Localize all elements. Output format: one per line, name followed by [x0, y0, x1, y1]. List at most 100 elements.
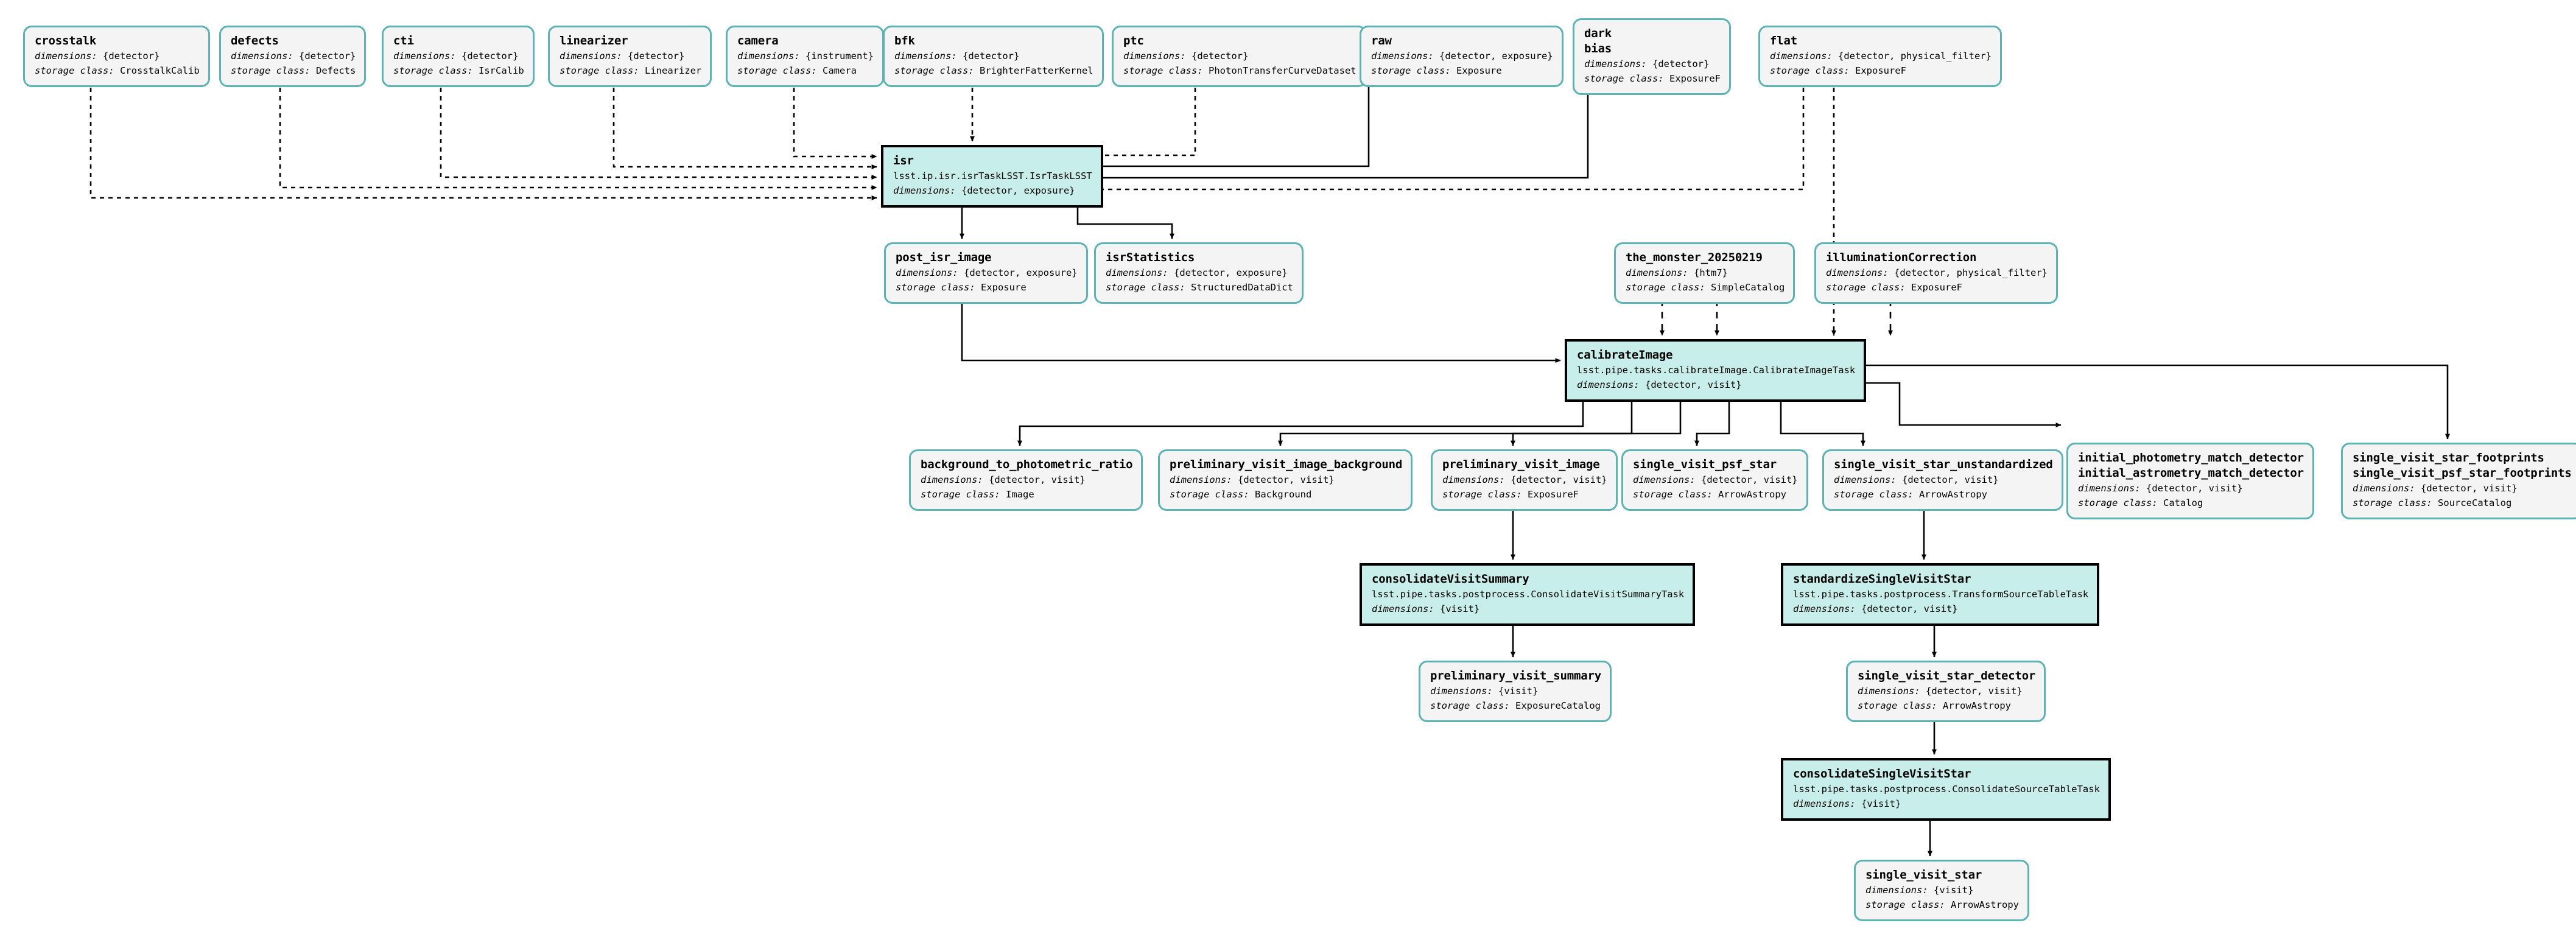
dimensions-value: {detector, visit} [1926, 686, 2023, 697]
dimensions-value: {detector, exposure} [964, 267, 1078, 278]
dimensions-key: dimensions: [1826, 267, 1889, 278]
dimensions-key: dimensions: [1106, 267, 1168, 278]
node-storage-class: storage class: ExposureF [1826, 280, 2048, 295]
node-storage-class: storage class: BrighterFatterKernel [894, 63, 1093, 78]
storage-class-key: storage class: [35, 65, 114, 76]
storage-class-key: storage class: [2078, 497, 2158, 508]
node-task-class: lsst.ip.isr.isrTaskLSST.IsrTaskLSST [893, 170, 1092, 181]
dimensions-value: {detector} [1191, 51, 1249, 61]
node-storage-class: storage class: IsrCalib [393, 63, 524, 78]
node-title: preliminary_visit_image_background [1170, 458, 1403, 471]
storage-class-key: storage class: [1442, 489, 1522, 500]
dimensions-key: dimensions: [1371, 51, 1434, 61]
storage-class-key: storage class: [1826, 282, 1906, 293]
node-dimensions: dimensions: {visit} [1865, 883, 2019, 897]
storage-class-key: storage class: [921, 489, 1000, 500]
node-storage-class: storage class: Exposure [1371, 63, 1553, 78]
storage-class-key: storage class: [1626, 282, 1705, 293]
dimensions-key: dimensions: [1834, 474, 1897, 485]
storage-class-value: PhotonTransferCurveDataset [1209, 65, 1356, 76]
storage-class-value: ArrowAstropy [1919, 489, 1987, 500]
dimensions-key: dimensions: [1584, 58, 1647, 69]
dimensions-key: dimensions: [393, 51, 456, 61]
dimensions-value: {detector, physical_filter} [1894, 267, 2048, 278]
node-title: single_visit_star_unstandardized [1834, 458, 2053, 471]
storage-class-key: storage class: [393, 65, 473, 76]
node-title: initial_photometry_match_detector [2078, 451, 2304, 465]
node-storage-class: storage class: ArrowAstropy [1865, 897, 2019, 912]
storage-class-value: ArrowAstropy [1943, 700, 2011, 711]
storage-class-key: storage class: [896, 282, 975, 293]
dimensions-key: dimensions: [2353, 483, 2415, 494]
edge-defects-isr [279, 71, 877, 190]
dimensions-value: {detector} [628, 51, 685, 61]
storage-class-value: ArrowAstropy [1951, 899, 2019, 910]
node-title: consolidateSingleVisitStar [1793, 767, 1971, 781]
dimensions-key: dimensions: [893, 185, 956, 196]
dimensions-value: {detector} [462, 51, 519, 61]
node-storage-class: storage class: ExposureF [1584, 71, 1721, 86]
storage-class-key: storage class: [1770, 65, 1850, 76]
node-title: cti [393, 34, 414, 47]
storage-class-key: storage class: [1371, 65, 1451, 76]
dimensions-key: dimensions: [921, 474, 983, 485]
storage-class-value: SourceCatalog [2438, 497, 2512, 508]
edge-calibrateimage-prelim-bg [1278, 399, 1633, 446]
node-storage-class: storage class: Exposure [896, 280, 1078, 295]
dataset-node-single_visit_star_unstandardized[interactable]: single_visit_star_unstandardized dimensio… [1822, 449, 2063, 511]
node-title: single_visit_star_footprints [2353, 451, 2544, 465]
storage-class-value: Exposure [981, 282, 1027, 293]
dimensions-key: dimensions: [1123, 51, 1186, 61]
node-dimensions: dimensions: {detector} [1584, 57, 1721, 71]
dimensions-key: dimensions: [1865, 885, 1928, 896]
node-dimensions: dimensions: {htm7} [1626, 265, 1785, 280]
dimensions-value: {detector, visit} [1238, 474, 1335, 485]
dimensions-key: dimensions: [1626, 267, 1688, 278]
dimensions-value: {detector, exposure} [1439, 51, 1553, 61]
node-dimensions: dimensions: {detector} [560, 49, 701, 63]
node-title: initial_astrometry_match_detector [2078, 466, 2304, 480]
node-dimensions: dimensions: {visit} [1372, 602, 1684, 616]
dataset-node-cti[interactable]: cti dimensions: {detector} storage class: … [382, 26, 535, 87]
dimensions-value: {detector, visit} [1902, 474, 1999, 485]
storage-class-key: storage class: [1123, 65, 1203, 76]
dimensions-value: {detector, visit} [1701, 474, 1798, 485]
storage-class-key: storage class: [560, 65, 639, 76]
node-title: defects [231, 34, 279, 47]
node-dimensions: dimensions: {detector} [231, 49, 356, 63]
node-title: preliminary_visit_image [1442, 458, 1600, 471]
node-title: preliminary_visit_summary [1430, 669, 1601, 683]
node-storage-class: storage class: Background [1170, 487, 1402, 502]
dimensions-value: {detector} [963, 51, 1020, 61]
node-dimensions: dimensions: {detector, exposure} [893, 183, 1092, 198]
dimensions-value: {detector, exposure} [961, 185, 1075, 196]
